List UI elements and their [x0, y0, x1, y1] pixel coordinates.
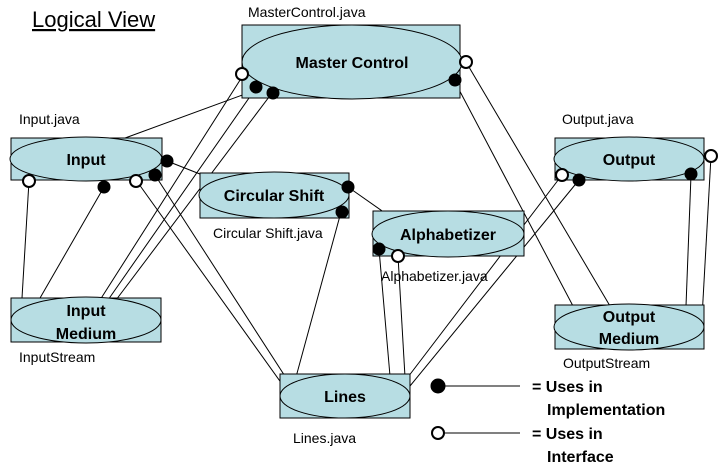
connector-circularshift-alphabetizer	[347, 186, 386, 214]
implementation-dot	[148, 168, 162, 182]
legend-implementation: = Uses in Implementation	[430, 378, 665, 419]
node-label: Circular Shift	[224, 188, 325, 205]
legend: = Uses in Implementation = Uses in Inter…	[430, 378, 665, 466]
file-label-output: Output.java	[562, 111, 634, 127]
connector-output-outputmedium-b	[701, 155, 712, 319]
file-label-alphabetizer: Alphabetizer.java	[381, 268, 488, 284]
legend-implementation-dot	[430, 378, 446, 394]
implementation-dot	[249, 80, 263, 94]
connector-output-outputmedium-a	[685, 174, 692, 307]
legend-implementation-label-line1: = Uses in	[532, 379, 603, 396]
node-label: Lines	[324, 389, 366, 406]
connector-master-inputmedium-b	[107, 87, 257, 301]
interface-dot	[235, 67, 249, 81]
legend-interface-dot	[431, 426, 445, 440]
interface-dot	[459, 55, 473, 69]
implementation-dot	[97, 180, 111, 194]
node-ellipse	[279, 373, 411, 419]
connector-master-inputmedium-a	[99, 76, 243, 301]
file-label-lines: Lines.java	[293, 430, 356, 446]
node-ellipse	[553, 136, 705, 182]
connector-input-lines-b	[154, 174, 291, 385]
node-label: Output	[603, 152, 656, 169]
node-label: Input	[66, 152, 106, 169]
node-label-line1: Output	[603, 309, 656, 326]
node-label-line2: Medium	[599, 331, 659, 348]
legend-interface: = Uses in Interface	[431, 426, 614, 466]
connector-master-outputmedium-a	[454, 81, 574, 307]
implementation-dot	[335, 205, 349, 219]
node-circular-shift: Circular Shift	[198, 171, 350, 219]
file-label-master-control: MasterControl.java	[248, 4, 366, 20]
node-lines: Lines	[279, 373, 411, 419]
connection-dots	[22, 55, 718, 263]
node-master-control: Master Control	[241, 24, 463, 100]
connector-master-inputmedium-c	[115, 92, 273, 301]
connector-master-outputmedium-b	[465, 61, 611, 307]
node-ellipse	[371, 210, 525, 258]
file-label-input: Input.java	[19, 111, 80, 127]
node-ellipse	[10, 296, 162, 344]
node-alphabetizer: Alphabetizer	[371, 210, 525, 258]
node-label: Master Control	[296, 55, 409, 72]
file-label-input-medium: InputStream	[19, 349, 95, 365]
interface-dot	[129, 174, 143, 188]
connector-input-lines-a	[135, 179, 283, 385]
connector-master-input	[105, 89, 257, 146]
connector-output-lines-a	[407, 174, 563, 378]
node-label-line2: Medium	[56, 326, 116, 343]
legend-implementation-label-line2: Implementation	[547, 402, 665, 419]
interface-dot	[704, 149, 718, 163]
diagram-title: Logical View	[32, 7, 155, 32]
node-ellipse	[553, 303, 705, 351]
implementation-dot	[572, 173, 586, 187]
implementation-dot	[372, 242, 386, 256]
implementation-dot	[160, 154, 174, 168]
node-output-medium: Output Medium	[553, 303, 705, 351]
node-output: Output	[553, 136, 705, 182]
implementation-dot	[448, 73, 462, 87]
interface-dot	[555, 168, 569, 182]
node-ellipse	[198, 171, 350, 219]
interface-dot	[22, 174, 36, 188]
file-label-output-medium: OutputStream	[563, 355, 650, 371]
connector-input-inputmedium-a	[21, 180, 30, 299]
connectors	[21, 61, 712, 387]
legend-interface-label-line1: = Uses in	[532, 426, 603, 443]
connector-circularshift-lines	[295, 211, 342, 378]
connector-input-inputmedium-b	[35, 186, 105, 306]
legend-interface-label-line2: Interface	[547, 449, 614, 466]
connector-output-lines-b	[409, 179, 580, 387]
connector-alphabetizer-lines-a	[378, 248, 391, 377]
file-label-circular-shift: Circular Shift.java	[213, 225, 323, 241]
implementation-dot	[341, 180, 355, 194]
interface-dot	[391, 249, 405, 263]
connector-alphabetizer-lines-b	[397, 255, 406, 378]
node-input-medium: Input Medium	[10, 296, 162, 344]
implementation-dot	[684, 167, 698, 181]
node-input: Input	[9, 136, 163, 182]
implementation-dot	[266, 86, 280, 100]
node-label-line1: Input	[66, 303, 106, 320]
node-label: Alphabetizer	[400, 227, 496, 244]
